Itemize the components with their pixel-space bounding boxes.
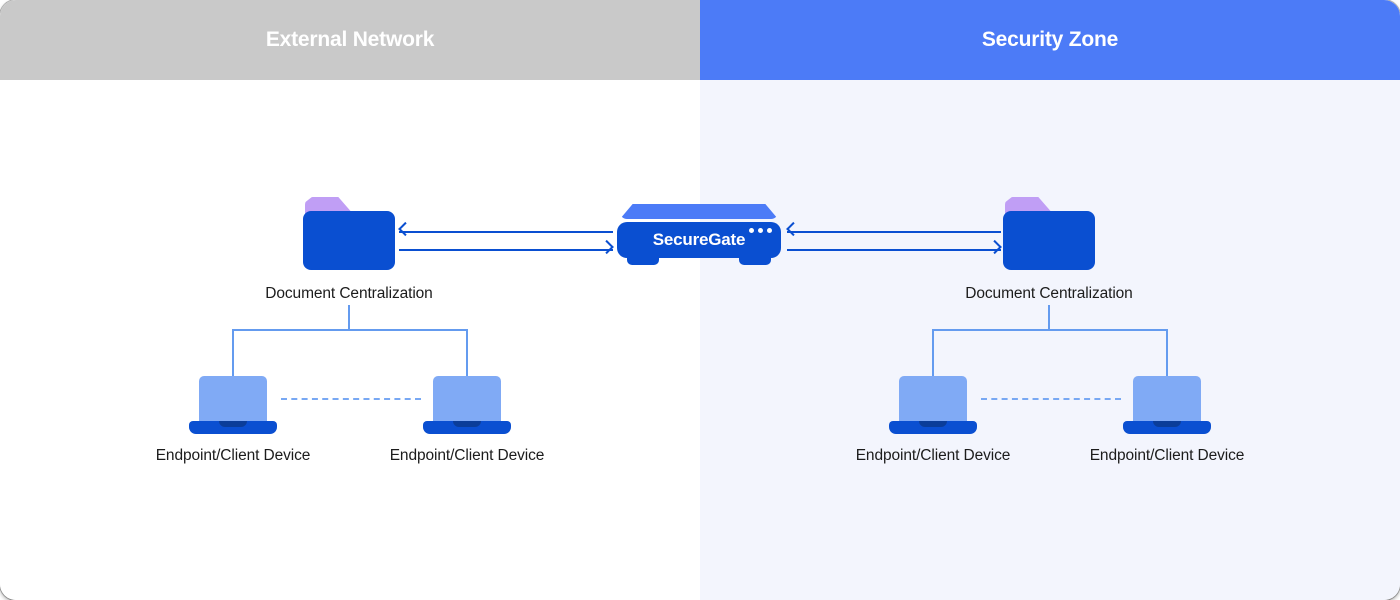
- folder-body: [1003, 211, 1095, 270]
- laptop-icon: [889, 376, 977, 434]
- laptop-base: [423, 421, 511, 434]
- laptop-base: [189, 421, 277, 434]
- router-lid: [620, 204, 778, 219]
- laptop-notch: [1153, 421, 1181, 427]
- laptop-base: [889, 421, 977, 434]
- router-foot: [739, 257, 771, 265]
- connector-drop-left: [232, 329, 234, 377]
- connector-drop-right: [1166, 329, 1168, 377]
- arrow-to-external-folder: [398, 221, 613, 237]
- status-dots-icon: [749, 228, 772, 233]
- laptop-icon: [423, 376, 511, 434]
- router-icon: SecureGate: [617, 204, 781, 268]
- laptop-screen: [899, 376, 967, 422]
- laptop-screen: [433, 376, 501, 422]
- folder-tab: [1005, 197, 1054, 215]
- gateway-label: SecureGate: [652, 230, 746, 249]
- endpoint-device-label: Endpoint/Client Device: [155, 447, 311, 464]
- connector-stem: [348, 305, 350, 331]
- router-body: SecureGate: [617, 222, 781, 258]
- connector-drop-left: [932, 329, 934, 377]
- router-foot: [627, 257, 659, 265]
- peer-link-dashed-line: [281, 398, 421, 400]
- document-centralization-label: Document Centralization: [965, 285, 1133, 302]
- connector-horizontal: [232, 329, 468, 331]
- connector-stem: [1048, 305, 1050, 331]
- laptop-notch: [919, 421, 947, 427]
- arrow-to-gateway-from-security: [786, 221, 1001, 237]
- external-network-header: External Network: [0, 0, 700, 80]
- laptop-icon: [1123, 376, 1211, 434]
- endpoint-device-label: Endpoint/Client Device: [855, 447, 1011, 464]
- laptop-notch: [453, 421, 481, 427]
- connector-drop-right: [466, 329, 468, 377]
- peer-link-dashed-line: [981, 398, 1121, 400]
- security-zone-header: Security Zone: [700, 0, 1400, 80]
- folder-tab: [305, 197, 354, 215]
- arrow-to-gateway-from-external: [399, 239, 614, 255]
- endpoint-device-label: Endpoint/Client Device: [389, 447, 545, 464]
- laptop-screen: [1133, 376, 1201, 422]
- laptop-base: [1123, 421, 1211, 434]
- arrow-to-security-folder: [787, 239, 1002, 255]
- laptop-notch: [219, 421, 247, 427]
- security-zone: [700, 0, 1400, 600]
- external-network-zone: [0, 0, 700, 600]
- laptop-screen: [199, 376, 267, 422]
- folder-icon: [303, 197, 395, 270]
- security-zone-title: Security Zone: [981, 28, 1119, 51]
- connector-horizontal: [932, 329, 1168, 331]
- folder-body: [303, 211, 395, 270]
- external-network-title: External Network: [265, 28, 435, 51]
- endpoint-device-label: Endpoint/Client Device: [1089, 447, 1245, 464]
- laptop-icon: [189, 376, 277, 434]
- document-centralization-label: Document Centralization: [265, 285, 433, 302]
- folder-icon: [1003, 197, 1095, 270]
